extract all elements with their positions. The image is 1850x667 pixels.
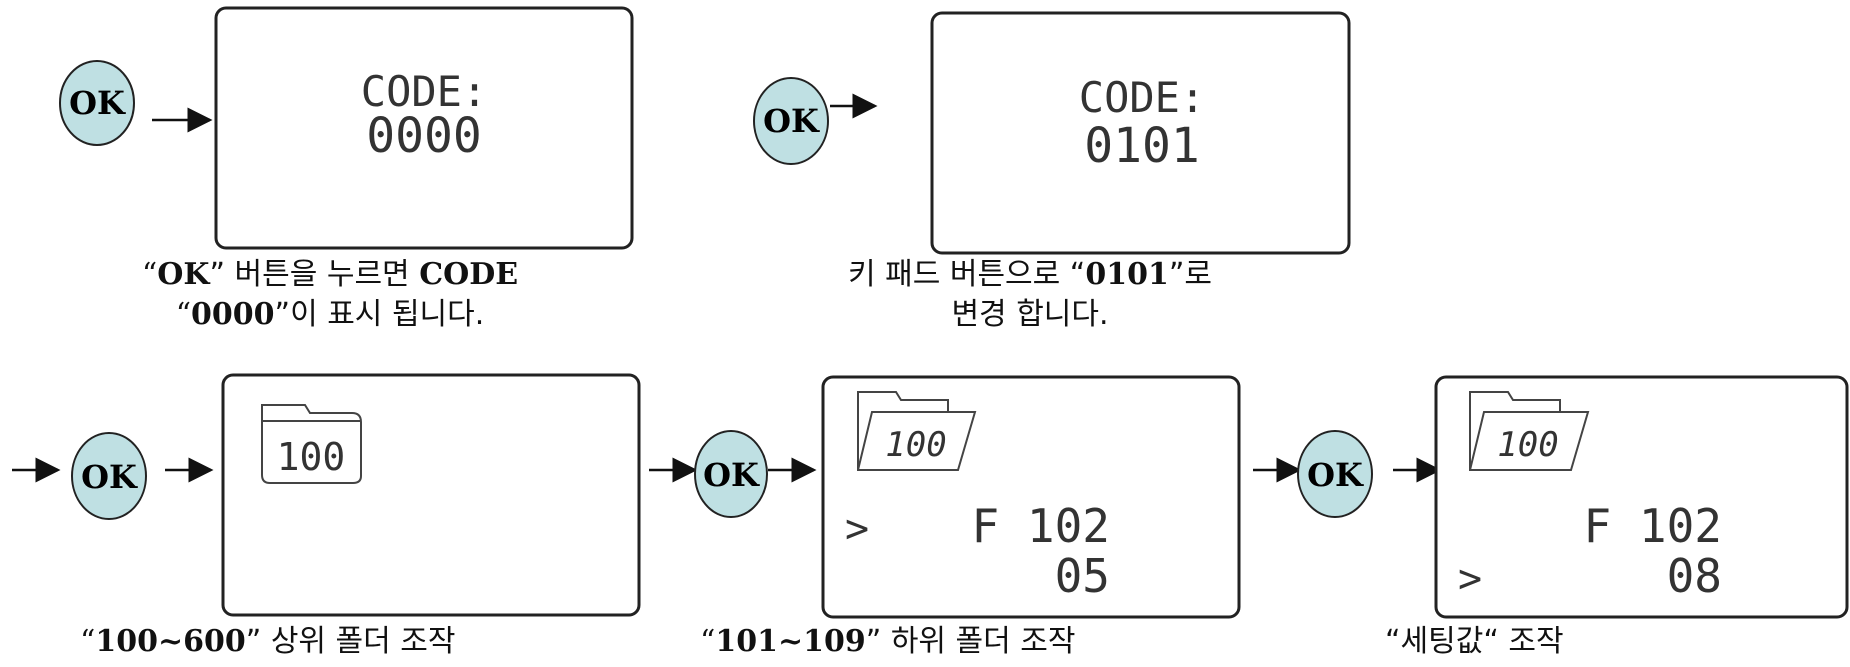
- step-1: OK CODE: 0000: [59, 6, 634, 250]
- caption-1: “OK” 버튼을 누르면 CODE “0000”이 표시 됩니다.: [120, 255, 540, 335]
- file-label: F 102: [972, 499, 1110, 553]
- folder-label: 100: [885, 425, 946, 465]
- folder-label: 100: [277, 435, 346, 479]
- caption-3: “100~600” 상위 폴더 조작: [80, 624, 456, 659]
- ok-label: OK: [69, 84, 126, 122]
- caption-2-line-1: 키 패드 버튼으로 “0101”로: [847, 257, 1212, 292]
- ok-label: OK: [81, 458, 138, 496]
- setting-value: 05: [1055, 549, 1110, 603]
- file-label: F 102: [1584, 499, 1722, 553]
- ok-label: OK: [703, 456, 760, 494]
- caption-2: 키 패드 버튼으로 “0101”로 변경 합니다.: [820, 255, 1240, 335]
- step-3: OK 100: [12, 373, 641, 617]
- code-label: CODE:: [361, 67, 487, 116]
- ok-button-5[interactable]: OK: [1297, 430, 1373, 518]
- code-value: 0000: [366, 108, 482, 164]
- ok-label: OK: [1307, 456, 1364, 494]
- lcd-screen-1: CODE: 0000: [214, 6, 634, 250]
- caption-1-line-1: “OK” 버튼을 누르면 CODE: [141, 257, 519, 292]
- setting-value: 08: [1667, 549, 1722, 603]
- selection-marker: >: [1458, 556, 1482, 602]
- ok-label: OK: [763, 102, 820, 140]
- lcd-screen-3: 100: [221, 373, 641, 617]
- lcd-screen-4: 100 > F 102 05: [821, 375, 1241, 619]
- ok-button-4[interactable]: OK: [694, 430, 768, 518]
- folder-label: 100: [1497, 425, 1558, 465]
- lcd-screen-2: CODE: 0101: [930, 11, 1351, 255]
- ok-button-2[interactable]: OK: [753, 77, 829, 165]
- caption-5: “세팅값“ 조작: [1385, 624, 1564, 659]
- step-2: OK CODE: 0101: [753, 11, 1351, 255]
- caption-1-line-2: “0000”이 표시 됩니다.: [175, 297, 485, 332]
- lcd-screen-5: 100 F 102 > 08: [1434, 375, 1849, 619]
- code-value: 0101: [1084, 118, 1200, 174]
- folder-icon: [261, 404, 362, 484]
- ok-button-1[interactable]: OK: [59, 60, 135, 146]
- step-5: OK 100 F 102 > 08: [1253, 375, 1849, 619]
- step-4: OK 100 > F 102 05: [649, 375, 1241, 619]
- code-label: CODE:: [1079, 73, 1205, 122]
- selection-marker: >: [845, 506, 869, 552]
- caption-4: “101~109” 하위 폴더 조작: [700, 624, 1076, 659]
- caption-2-line-2: 변경 합니다.: [951, 297, 1109, 332]
- ok-button-3[interactable]: OK: [71, 432, 147, 520]
